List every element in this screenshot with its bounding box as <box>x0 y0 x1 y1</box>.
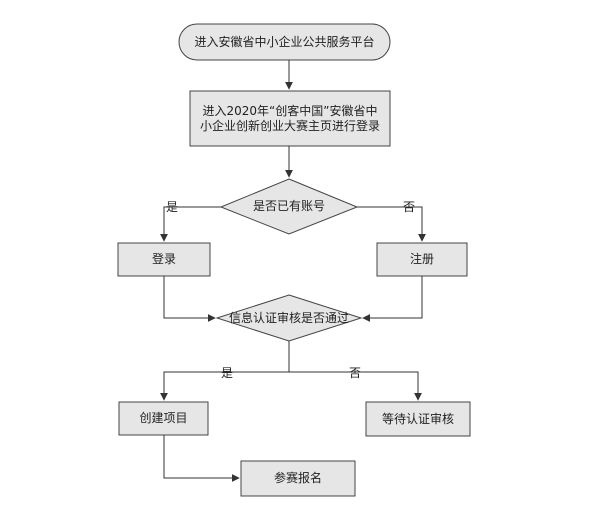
sign-up-node: 参赛报名 <box>273 471 322 485</box>
start-node: 进入安徽省中小企业公共服务平台 <box>194 34 375 49</box>
start-node-shape <box>178 23 391 61</box>
login-node: 登录 <box>151 252 176 266</box>
register-node-shape <box>376 242 468 277</box>
create-project-node: 创建项目 <box>139 411 188 425</box>
enter-contest-node: 进入2020年“创客中国”安徽省中小企业创新创业大赛主页进行登录 <box>200 103 381 133</box>
sign-up-node-shape <box>240 460 356 497</box>
edge-review-no-to-wait <box>289 371 422 401</box>
has-account-yes-label: 是 <box>166 200 179 214</box>
register-node: 注册 <box>409 252 434 266</box>
edge-review-yes-to-create <box>160 341 290 401</box>
has-account-decision: 是否已有账号 <box>252 199 325 213</box>
edge-login-to-review <box>163 276 216 322</box>
review-passed-decision: 信息认证审核是否通过 <box>228 310 349 325</box>
has-account-no-label: 否 <box>403 200 416 214</box>
wait-review-node: 等待认证审核 <box>381 411 454 426</box>
has-account-decision-shape <box>219 178 359 235</box>
edge-account-no-to-register <box>357 206 426 242</box>
edge-register-to-review <box>362 276 423 322</box>
edge-account-yes-to-login <box>160 206 221 242</box>
wait-review-node-shape <box>365 401 471 437</box>
enter-contest-node-shape <box>189 90 391 147</box>
review-no-label: 否 <box>349 366 362 380</box>
review-yes-label: 是 <box>221 366 234 380</box>
edge-create-to-signup <box>163 435 240 482</box>
